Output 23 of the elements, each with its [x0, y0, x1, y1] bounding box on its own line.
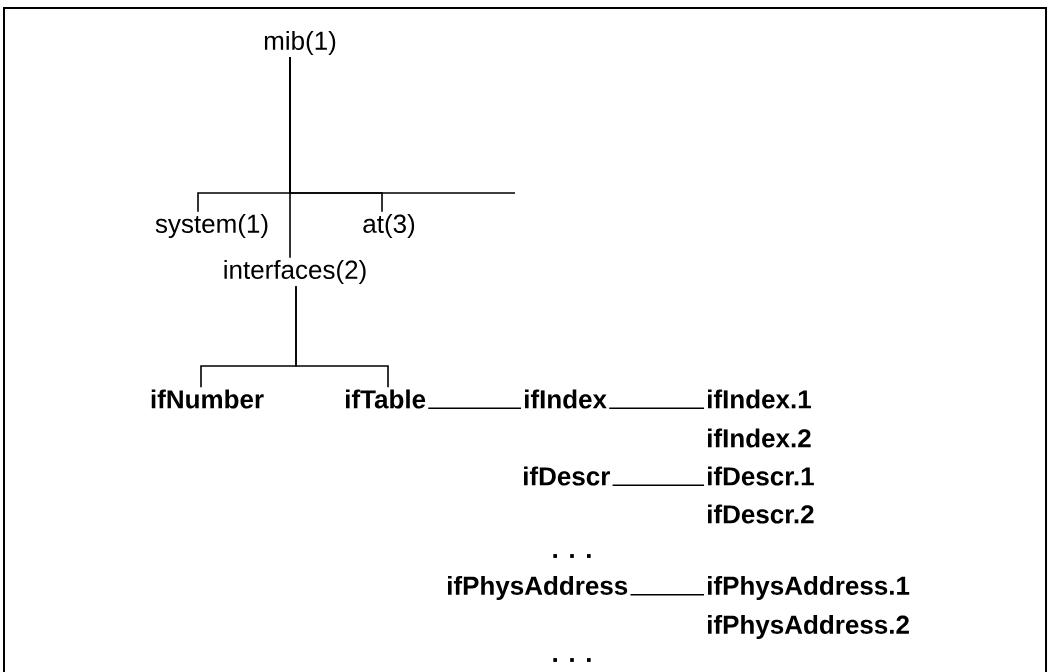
- node-label: ifIndex: [525, 389, 607, 409]
- underline-connector: [629, 593, 705, 596]
- node-label: ifPhysAddress.2: [708, 614, 909, 640]
- node-label: at(3): [363, 213, 415, 239]
- tree-line: [289, 56, 516, 194]
- node-label: ifDescr.1: [708, 466, 814, 486]
- underline-connector: [608, 407, 705, 410]
- node-label: ifIndex.1: [708, 389, 811, 409]
- node-label: ifPhysAddress: [448, 575, 628, 601]
- tree-line: [295, 285, 389, 389]
- node-label: mib(1): [264, 30, 336, 56]
- node-label: ifNumber: [151, 389, 264, 409]
- underline-connector: [611, 484, 705, 487]
- ellipsis: . . .: [553, 658, 591, 662]
- node-label: interfaces(2): [224, 259, 366, 285]
- node-label: ifIndex.2: [708, 428, 811, 448]
- node-label: ifDescr.2: [708, 504, 814, 524]
- node-label: system(1): [155, 213, 268, 239]
- node-label: ifTable: [346, 389, 426, 409]
- ellipsis: . . .: [553, 554, 591, 558]
- underline-connector: [427, 407, 522, 410]
- node-label: ifDescr: [524, 466, 610, 486]
- node-label: ifPhysAddress.1: [708, 575, 910, 601]
